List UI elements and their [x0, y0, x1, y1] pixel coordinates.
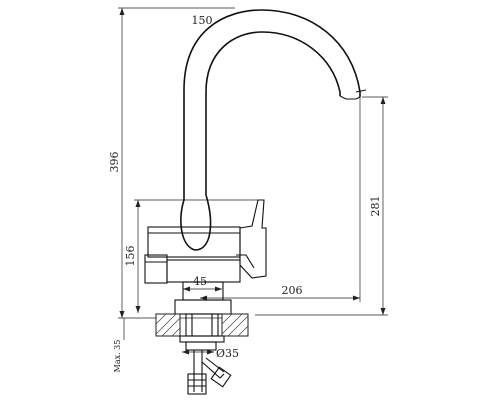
arrow-diameter-left	[182, 349, 189, 355]
left-handle-knob	[144, 254, 168, 284]
dim-handle-height-label: 156	[124, 246, 137, 267]
supply-hose-right	[201, 361, 225, 379]
dim-spout-height-label: 281	[369, 196, 382, 217]
right-lever-detail	[236, 254, 255, 269]
dim-spout-reach-label: 206	[282, 284, 303, 297]
arrow-offset-left	[183, 286, 190, 292]
supply-hose-right-inner	[205, 357, 225, 373]
arrow-diameter-right	[207, 349, 214, 355]
arrow-handle-top	[135, 200, 141, 207]
countertop-right-hatching	[221, 313, 249, 337]
arrow-handle-bottom	[135, 306, 141, 313]
lock-nut	[179, 335, 225, 343]
right-lever-handle	[239, 199, 267, 279]
arrow-reach-left	[200, 295, 207, 301]
filter-connector-right	[210, 366, 232, 388]
spout-tip	[339, 95, 361, 100]
dim-max-thickness-label: Max. 35	[113, 340, 122, 373]
body-horizontal	[147, 226, 241, 258]
countertop-right-section	[221, 313, 249, 337]
arrow-spout-top	[380, 97, 386, 104]
lock-washer	[185, 341, 217, 351]
spout-inner-contour	[205, 31, 341, 195]
spout-outer-contour	[183, 9, 361, 200]
body-bulb	[180, 194, 212, 251]
countertop-left-section	[155, 313, 181, 337]
filter-connector-left	[187, 373, 207, 395]
spout-aerator	[355, 89, 367, 93]
base-flange	[174, 299, 232, 315]
countertop-left-hatching	[155, 313, 181, 337]
dim-top-reach-label: 150	[192, 14, 213, 27]
dim-hole-diameter-label: Ø35	[216, 347, 239, 360]
arrow-total-bottom	[119, 311, 125, 318]
arrow-offset-right	[215, 286, 222, 292]
arrow-reach-right	[353, 295, 360, 301]
arrow-spout-bottom	[380, 308, 386, 315]
arrow-total-top	[119, 8, 125, 15]
dim-total-height-label: 396	[108, 152, 121, 173]
mounting-shank	[185, 313, 219, 337]
